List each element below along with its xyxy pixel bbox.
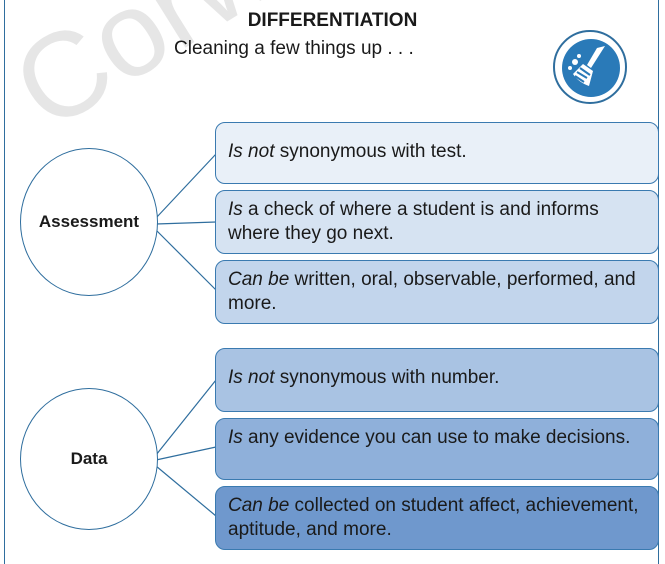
page-subtitle: Cleaning a few things up . . . [174,38,414,59]
data-item-1: Is not synonymous with number. [215,348,659,412]
assessment-item-1: Is not synonymous with test. [215,122,659,184]
item-emphasis: Can be [228,495,290,516]
item-text: synonymous with number. [274,367,500,388]
item-text: any evidence you can use to make decisio… [242,427,631,448]
item-emphasis: Can be [228,269,290,290]
broom-icon [562,39,620,97]
page-title: DIFFERENTIATION [247,10,418,31]
data-label: Data [70,449,108,468]
data-circle: Data [20,388,158,530]
assessment-item-3: Can be written, oral, observable, perfor… [215,260,659,324]
item-text: synonymous with test. [274,141,467,162]
assessment-circle: Assessment [20,148,158,296]
data-item-3: Can be collected on student affect, achi… [215,486,659,550]
item-emphasis: Is not [228,141,275,162]
item-emphasis: Is not [228,367,275,388]
item-text: a check of where a student is and inform… [228,199,599,244]
assessment-item-2: Is a check of where a student is and inf… [215,190,659,254]
item-emphasis: Is [228,427,243,448]
item-emphasis: Is [228,199,243,220]
item-text: written, oral, observable, performed, an… [228,269,636,314]
item-text: collected on student affect, achievement… [228,495,639,540]
data-item-2: Is any evidence you can use to make deci… [215,418,659,480]
assessment-label: Assessment [38,212,140,231]
broom-badge [553,30,627,104]
